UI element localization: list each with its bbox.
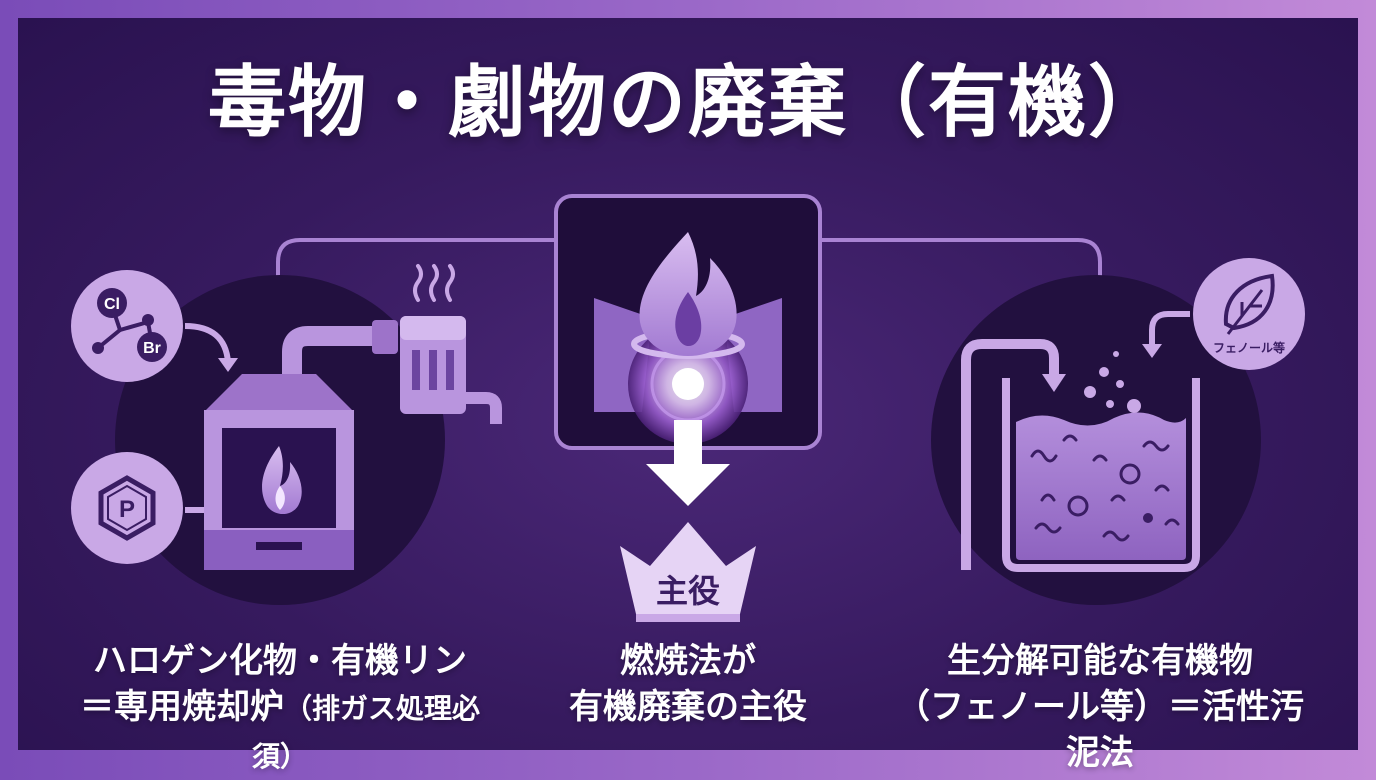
- chem-label-br: Br: [143, 340, 161, 357]
- arrowhead-icon: [1142, 344, 1162, 358]
- page-title: 毒物・劇物の廃棄（有機）: [207, 58, 1168, 148]
- badge-label: 主役: [656, 572, 720, 610]
- left-caption: ハロゲン化物・有機リン ＝専用焼却炉（排ガス処理必須）: [70, 638, 490, 780]
- connector-lines: [276, 238, 1102, 300]
- center-caption: 燃焼法が 有機廃棄の主役: [538, 638, 838, 730]
- left-caption-line1: ハロゲン化物・有機リン: [93, 641, 467, 681]
- phosphorus-hexagon-icon: P: [71, 452, 183, 564]
- halogen-molecule-icon: Cl Br: [71, 270, 183, 382]
- leaf-icon: フェノール等: [1193, 258, 1305, 370]
- gas-scrubber-icon: [400, 316, 502, 424]
- combustion-box: [554, 194, 822, 450]
- left-caption-paren: （排ガス処理必須）: [251, 692, 480, 773]
- right-caption-line2: （フェノール等）＝活性汚泥法: [896, 687, 1304, 773]
- center-caption-line2: 有機廃棄の主役: [569, 687, 807, 727]
- left-caption-main: ＝専用焼却炉: [79, 687, 284, 727]
- incinerator-icon: [204, 320, 398, 570]
- activated-sludge-tank-icon: [961, 339, 1200, 572]
- right-caption: 生分解可能な有機物 （フェノール等）＝活性汚泥法: [880, 638, 1320, 776]
- crown-badge: 主役: [620, 522, 756, 622]
- chem-label-cl: Cl: [104, 296, 120, 313]
- down-arrow-icon: [646, 420, 730, 506]
- right-caption-line1: 生分解可能な有機物: [947, 641, 1253, 681]
- chem-label-p: P: [119, 496, 135, 523]
- center-caption-line1: 燃焼法が: [620, 641, 756, 681]
- arrow-icon: [1149, 311, 1190, 346]
- leaf-label: フェノール等: [1213, 340, 1285, 355]
- left-caption-line2: ＝専用焼却炉（排ガス処理必須）: [70, 684, 490, 780]
- steam-icon: [413, 264, 455, 302]
- arrowhead-icon: [218, 358, 238, 372]
- arrow-icon: [184, 323, 231, 363]
